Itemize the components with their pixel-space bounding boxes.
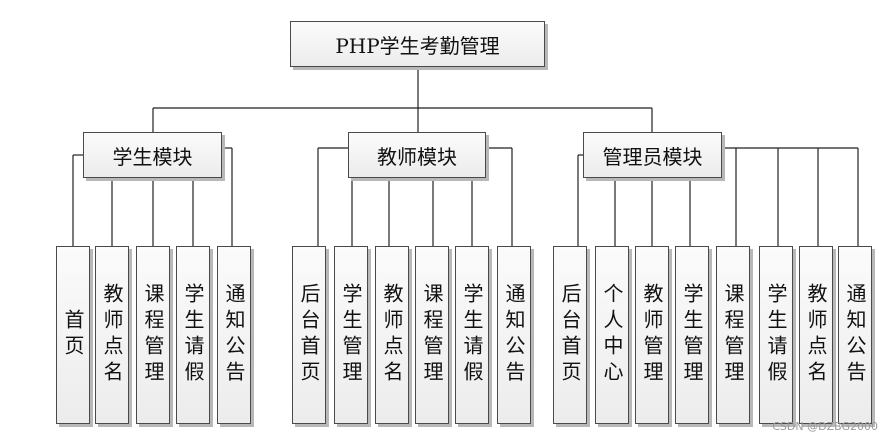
- leaf-label: 课程管理: [721, 283, 745, 387]
- leaf-node: 教师点名: [375, 246, 409, 424]
- leaf-label: 学生请假: [764, 283, 788, 387]
- leaf-label: 教师点名: [100, 283, 124, 387]
- leaf-label: 课程管理: [420, 283, 444, 387]
- module-admin: 管理员模块: [583, 132, 722, 178]
- watermark: CSDN @DZBG2000: [772, 420, 878, 433]
- leaf-label: 学生请假: [460, 283, 484, 387]
- leaf-node: 学生管理: [334, 246, 368, 424]
- leaf-label: 个人中心: [600, 283, 624, 387]
- leaf-node: 后台首页: [553, 246, 587, 424]
- leaf-label: 通知公告: [843, 283, 867, 387]
- leaf-label: 后台首页: [558, 283, 582, 387]
- module-teacher: 教师模块: [348, 132, 486, 178]
- leaf-label: 课程管理: [141, 283, 165, 387]
- leaf-node: 教师管理: [635, 246, 669, 424]
- leaf-label: 首页: [61, 309, 85, 361]
- leaf-label: 通知公告: [502, 283, 526, 387]
- leaf-node: 教师点名: [799, 246, 833, 424]
- leaf-node: 学生请假: [455, 246, 489, 424]
- leaf-node: 首页: [56, 246, 90, 424]
- leaf-node: 通知公告: [497, 246, 531, 424]
- leaf-label: 教师点名: [804, 283, 828, 387]
- module-student: 学生模块: [83, 132, 222, 178]
- leaf-label: 通知公告: [222, 283, 246, 387]
- leaf-label: 学生管理: [680, 283, 704, 387]
- root-label: PHP学生考勤管理: [335, 33, 500, 58]
- leaf-label: 学生管理: [339, 283, 363, 387]
- leaf-label: 后台首页: [297, 283, 321, 387]
- leaf-node: 学生请假: [759, 246, 793, 424]
- module-label: 教师模块: [377, 144, 457, 169]
- leaf-node: 个人中心: [595, 246, 629, 424]
- leaf-node: 通知公告: [217, 246, 251, 424]
- leaf-label: 教师管理: [640, 283, 664, 387]
- module-label: 学生模块: [112, 144, 193, 169]
- leaf-node: 通知公告: [838, 246, 872, 424]
- module-label: 管理员模块: [602, 144, 703, 169]
- leaf-node: 学生请假: [176, 246, 210, 424]
- leaf-node: 后台首页: [292, 246, 326, 424]
- leaf-node: 课程管理: [136, 246, 170, 424]
- leaf-node: 教师点名: [95, 246, 129, 424]
- root-node: PHP学生考勤管理: [290, 21, 545, 67]
- leaf-label: 学生请假: [181, 283, 205, 387]
- leaf-label: 教师点名: [380, 283, 404, 387]
- leaf-node: 课程管理: [716, 246, 750, 424]
- leaf-node: 学生管理: [675, 246, 709, 424]
- leaf-node: 课程管理: [415, 246, 449, 424]
